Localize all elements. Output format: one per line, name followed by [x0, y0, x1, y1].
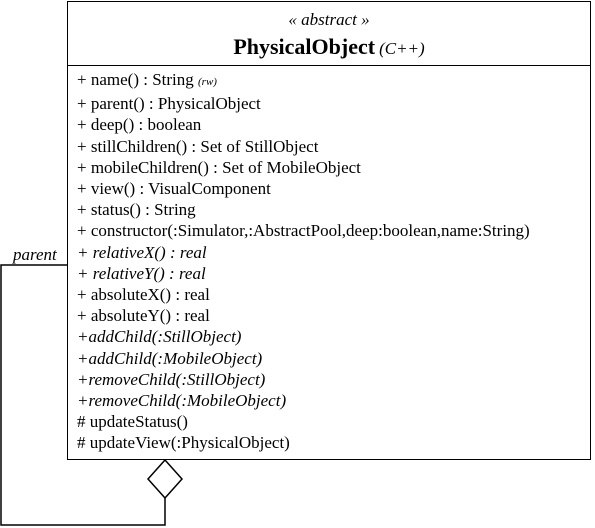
- operation-text: + parent() : PhysicalObject: [77, 94, 261, 114]
- operation-item: + parent() : PhysicalObject: [77, 93, 590, 114]
- aggregation-diamond: [146, 458, 184, 500]
- operation-item: + status() : String: [77, 199, 590, 220]
- operation-text: +addChild(:StillObject): [77, 327, 242, 347]
- operation-text: +removeChild(:StillObject): [77, 369, 266, 389]
- operation-text: +addChild(:MobileObject): [77, 348, 263, 368]
- operation-item: + constructor(:Simulator,:AbstractPool,d…: [77, 220, 590, 241]
- operation-item: + relativeY() : real: [77, 263, 590, 284]
- association-role-label: parent: [13, 245, 57, 264]
- operation-item: + mobileChildren() : Set of MobileObject: [77, 157, 590, 178]
- operation-item: + name() : String (rw): [77, 69, 590, 93]
- operation-text: + status() : String: [77, 200, 196, 220]
- operation-text: # updateView(:PhysicalObject): [77, 433, 290, 453]
- operation-text: + mobileChildren() : Set of MobileObject: [77, 157, 361, 177]
- operation-text: + view() : VisualComponent: [77, 179, 271, 199]
- class-title: PhysicalObject (C++): [68, 34, 590, 63]
- class-header: « abstract » PhysicalObject (C++): [68, 2, 590, 66]
- operation-text: + relativeY() : real: [77, 263, 206, 283]
- operation-item: +removeChild(:MobileObject): [77, 390, 590, 411]
- operation-text: + deep() : boolean: [77, 115, 202, 135]
- operation-text: + absoluteX() : real: [77, 285, 210, 305]
- association-line: [0, 264, 166, 526]
- operations-compartment: + name() : String (rw)+ parent() : Physi…: [68, 66, 590, 454]
- operation-item: +removeChild(:StillObject): [77, 369, 590, 390]
- operation-text: + stillChildren() : Set of StillObject: [77, 136, 319, 156]
- operation-item: +addChild(:MobileObject): [77, 348, 590, 369]
- operation-item: # updateStatus(): [77, 411, 590, 432]
- stereotype-label: « abstract »: [288, 10, 370, 29]
- operation-text: +removeChild(:MobileObject): [77, 391, 287, 411]
- operation-item: + absoluteX() : real: [77, 284, 590, 305]
- operation-text: + constructor(:Simulator,:AbstractPool,d…: [77, 221, 530, 241]
- operation-note: (rw): [198, 76, 217, 88]
- operation-text: + name() : String: [77, 70, 194, 89]
- language-label: (C++): [379, 39, 425, 58]
- class-box-physical-object: « abstract » PhysicalObject (C++) + name…: [67, 1, 591, 460]
- operation-text: + relativeX() : real: [77, 242, 207, 262]
- operation-item: + absoluteY() : real: [77, 305, 590, 326]
- operation-text: + absoluteY() : real: [77, 306, 210, 326]
- class-name: PhysicalObject: [233, 34, 376, 59]
- operation-item: + relativeX() : real: [77, 242, 590, 263]
- operation-text: # updateStatus(): [77, 412, 188, 432]
- operation-item: + deep() : boolean: [77, 114, 590, 135]
- operation-item: +addChild(:StillObject): [77, 326, 590, 347]
- operation-item: + view() : VisualComponent: [77, 178, 590, 199]
- operation-item: # updateView(:PhysicalObject): [77, 432, 590, 453]
- operation-item: + stillChildren() : Set of StillObject: [77, 136, 590, 157]
